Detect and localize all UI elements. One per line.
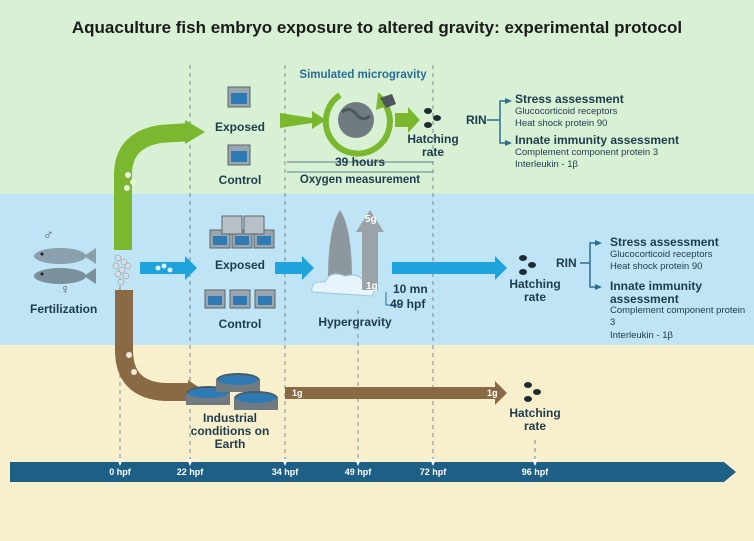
earth-branch-arrow <box>115 290 190 401</box>
rocket-icon <box>328 210 352 280</box>
hyper-immunity-item: Complement component protein 3 <box>610 305 746 328</box>
hypergravity-exposed-arrow <box>275 256 314 280</box>
hypergravity-label: Hypergravity <box>318 315 392 329</box>
hypergravity-out-arrow <box>392 256 507 280</box>
micro-immunity-item: Complement component protein 3 <box>515 147 659 158</box>
timeline-label: 96 hpf <box>521 467 549 477</box>
microgravity-exposed-arrow <box>280 111 326 129</box>
timeline-label: 34 hpf <box>271 467 299 477</box>
oxygen-label: Oxygen measurement <box>299 174 421 186</box>
female-symbol: ♀ <box>60 281 71 297</box>
timeline-label: 49 hpf <box>344 467 372 477</box>
micro-immunity-item: Interleukin - 1β <box>515 159 579 170</box>
hyper-control-label: Control <box>218 317 262 331</box>
exposed-container-icon <box>227 86 251 108</box>
timeline-ticks <box>117 459 538 466</box>
micro-duration: 39 hours <box>334 155 385 169</box>
page-title: Aquaculture fish embryo exposure to alte… <box>71 18 683 37</box>
hatched-larvae-icon-hyper <box>519 255 536 275</box>
vessel-icon <box>380 94 396 108</box>
hyper-hpf: 49 hpf <box>390 297 426 311</box>
eggs-icon <box>112 254 132 286</box>
hyper-hatching-label: Hatching rate <box>509 277 561 304</box>
microgravity-branch-arrow <box>114 123 191 250</box>
hyper-rin-label: RIN <box>556 256 577 270</box>
earth-g-start: 1g <box>292 388 303 398</box>
exposed-container-stack-icon <box>209 215 275 249</box>
hatched-larvae-icon <box>424 108 441 128</box>
hyper-stress-item: Glucocorticoid receptors <box>610 249 713 260</box>
timeline-arrow <box>10 462 736 482</box>
timeline-label: 0 hpf <box>109 467 131 477</box>
microgravity-out-arrow <box>395 107 420 133</box>
hatched-larvae-icon-earth <box>524 382 541 402</box>
microgravity-header: Simulated microgravity <box>299 69 427 81</box>
micro-exposed-label: Exposed <box>214 120 265 134</box>
hyper-duration: 10 mn <box>393 282 428 296</box>
gravity-level-low: 1g <box>366 281 378 292</box>
timeline-label: 22 hpf <box>176 467 204 477</box>
fish-icon <box>34 248 96 284</box>
micro-stress-item: Glucocorticoid receptors <box>515 106 618 117</box>
micro-control-label: Control <box>218 173 262 187</box>
earth-duration-arrow <box>285 381 507 405</box>
control-container-stack-icon <box>204 289 276 309</box>
hyper-immunity-item: Interleukin - 1β <box>610 330 674 341</box>
hyper-stress-item: Heat shock protein 90 <box>610 261 703 272</box>
hyper-exposed-label: Exposed <box>214 258 265 272</box>
earth-globe-icon <box>338 102 374 138</box>
micro-stress-item: Heat shock protein 90 <box>515 118 608 129</box>
microgravity-branch-arrowhead <box>185 120 205 144</box>
hyper-immunity-title: Innate immunity assessment <box>610 279 703 306</box>
earth-hatching-label: Hatching rate <box>509 406 561 433</box>
earth-label: Industrial conditions on Earth <box>190 411 270 451</box>
fertilization-label: Fertilization <box>30 302 98 316</box>
hyper-stress-title: Stress assessment <box>610 235 719 249</box>
micro-hatching-label: Hatching rate <box>407 132 459 159</box>
tanks-icon <box>186 373 278 410</box>
male-symbol: ♂ <box>43 226 54 242</box>
timeline-label: 72 hpf <box>419 467 447 477</box>
rotation-icon <box>322 92 393 157</box>
control-container-icon <box>227 144 251 166</box>
earth-g-end: 1g <box>487 388 498 398</box>
gravity-level-arrow <box>356 210 384 290</box>
micro-stress-title: Stress assessment <box>515 92 624 106</box>
gravity-level-high: 5g <box>365 214 377 225</box>
micro-rin-label: RIN <box>466 113 487 127</box>
micro-immunity-title: Innate immunity assessment <box>515 133 680 147</box>
